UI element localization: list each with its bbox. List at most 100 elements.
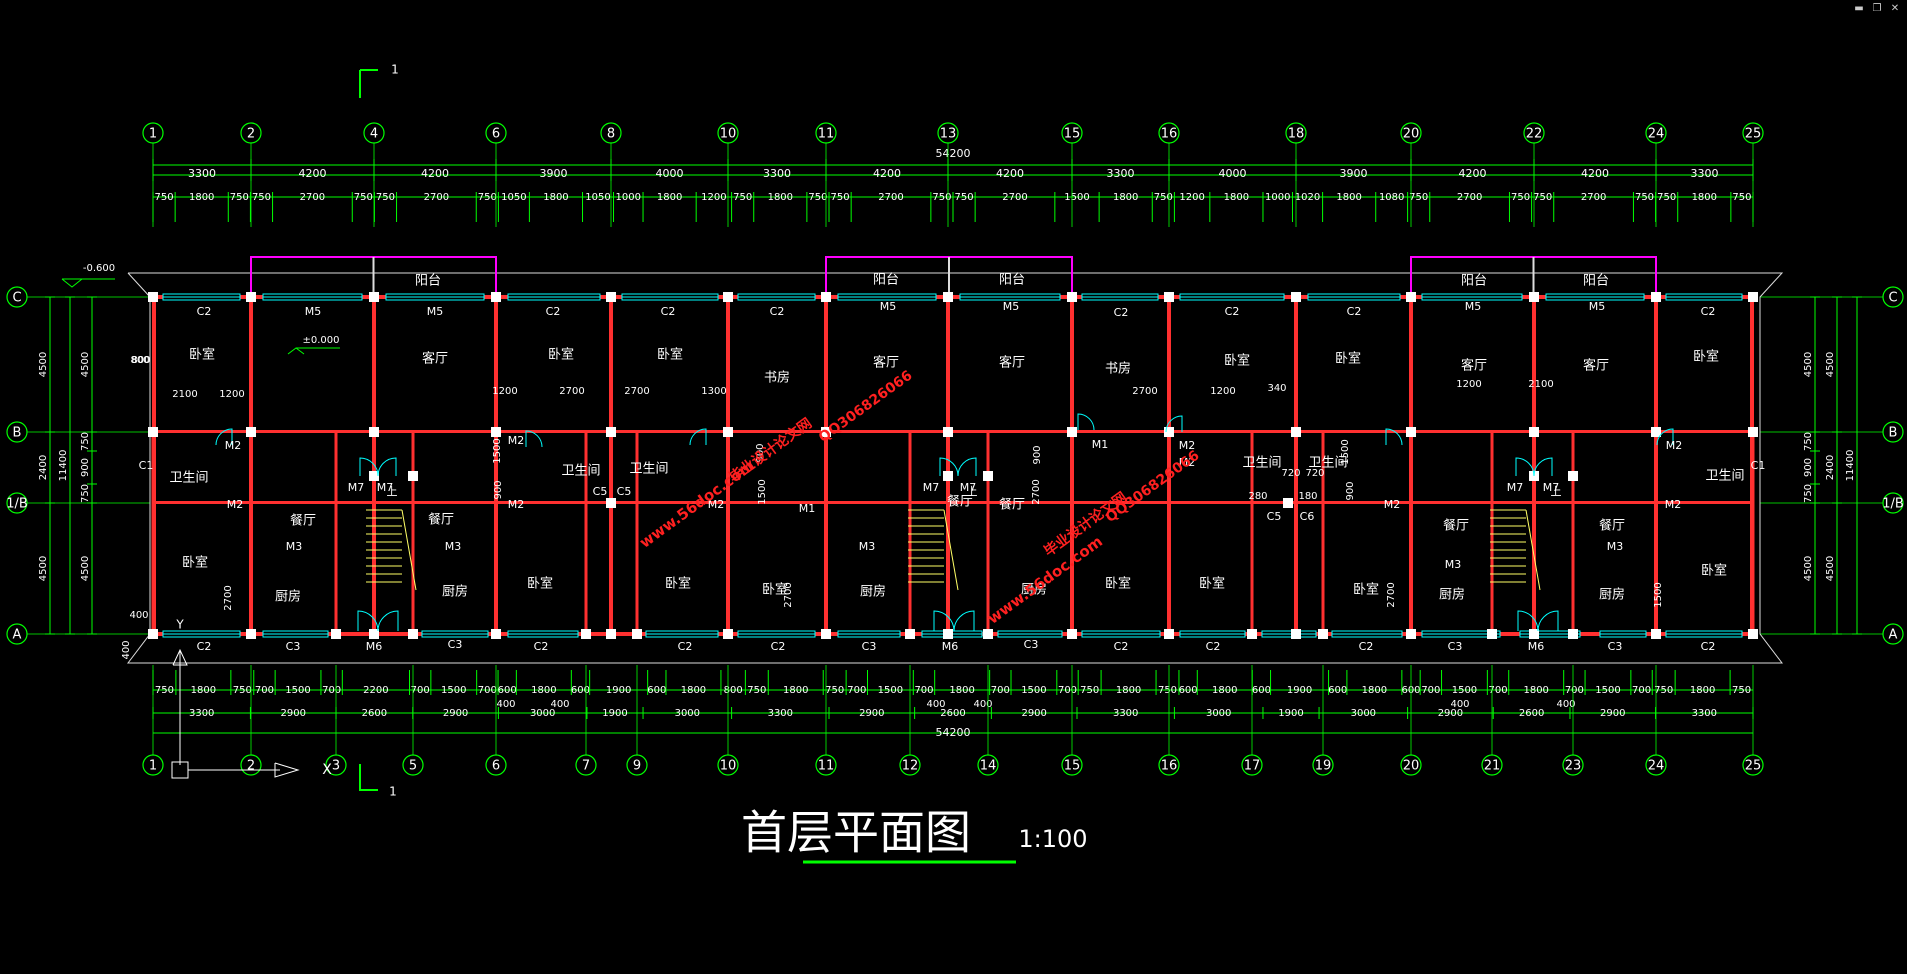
dim-text-detail: 2700 bbox=[300, 192, 325, 203]
room-label: 阳台 bbox=[873, 273, 899, 288]
dim-text-detail: 750 bbox=[376, 192, 395, 203]
dim-text-detail: 1050 bbox=[501, 192, 526, 203]
axis-bottom-1-label: 1 bbox=[149, 759, 157, 774]
dim-text-bay: 3300 bbox=[1113, 708, 1138, 719]
dim-text-inner: 2700 bbox=[223, 585, 234, 610]
opening-tag-C2: C2 bbox=[197, 640, 212, 653]
dim-text-detail: 750 bbox=[1158, 685, 1177, 696]
door-main-0 bbox=[357, 610, 379, 632]
room-label: 餐厅 bbox=[428, 512, 454, 528]
dim-text-detail: 2700 bbox=[878, 192, 903, 203]
room-label: 阳台 bbox=[1461, 274, 1487, 289]
dim-text-detail: 1800 bbox=[783, 685, 808, 696]
dim-text-bay: 3300 bbox=[189, 708, 214, 719]
axis-bottom-7-label: 7 bbox=[582, 759, 590, 774]
axis-top-10-label: 10 bbox=[720, 127, 737, 142]
dim-text-detail: 1800 bbox=[1116, 685, 1141, 696]
wall-partition-south bbox=[1250, 432, 1254, 634]
column bbox=[1247, 629, 1257, 639]
column bbox=[606, 427, 616, 437]
dim-text-detail: 750 bbox=[831, 192, 850, 203]
dim-text-inner: 2700 bbox=[1132, 386, 1157, 397]
opening-tag-M5: M5 bbox=[305, 305, 322, 318]
minimize-icon[interactable]: ▬ bbox=[1854, 3, 1864, 14]
room-label: 卧室 bbox=[1693, 349, 1719, 365]
dim-text-detail: 700 bbox=[1421, 685, 1440, 696]
opening-tag-M6: M6 bbox=[366, 640, 383, 653]
close-icon[interactable]: ✕ bbox=[1890, 3, 1900, 14]
room-label: 客厅 bbox=[999, 355, 1025, 371]
dim-text-inner: 2700 bbox=[1386, 582, 1397, 607]
dim-text-inner: 2100 bbox=[1528, 379, 1553, 390]
dim-text-detail: 750 bbox=[808, 192, 827, 203]
opening-tag-M7: M7 bbox=[377, 481, 394, 494]
door-room-0 bbox=[215, 428, 233, 446]
stair-stringer bbox=[1525, 509, 1541, 591]
dim-text-small: 400 bbox=[926, 699, 945, 710]
dim-text-detail: 750 bbox=[1635, 192, 1654, 203]
axis-right-A-label: A bbox=[1889, 628, 1898, 643]
axis-bottom-21-label: 21 bbox=[1484, 759, 1501, 774]
dim-text-bay: 2900 bbox=[443, 708, 468, 719]
dim-text-bay: 1900 bbox=[602, 708, 627, 719]
opening-tag-C1: C1 bbox=[139, 459, 154, 472]
dim-text-bay: 2900 bbox=[1438, 708, 1463, 719]
axis-bottom-6-label: 6 bbox=[492, 759, 500, 774]
axis-bottom-16-label: 16 bbox=[1161, 759, 1178, 774]
dim-text-vertical: 2400 bbox=[38, 455, 49, 480]
column bbox=[1568, 471, 1578, 481]
wall-partition-south bbox=[1571, 432, 1575, 634]
column bbox=[369, 292, 379, 302]
opening-tag-M7: M7 bbox=[1543, 481, 1560, 494]
dim-text-detail: 750 bbox=[252, 192, 271, 203]
dim-text-detail: 750 bbox=[747, 685, 766, 696]
dim-text-bay: 2600 bbox=[1519, 708, 1544, 719]
axis-right-C-label: C bbox=[1888, 291, 1897, 306]
opening-tag-M2: M2 bbox=[1179, 456, 1196, 469]
dim-text-inner: 900 bbox=[493, 480, 504, 499]
room-label: 卫生间 bbox=[1308, 456, 1347, 471]
opening-tag-M7: M7 bbox=[348, 481, 365, 494]
opening-tag-C2: C2 bbox=[546, 305, 561, 318]
room-label: 阳台 bbox=[999, 273, 1025, 288]
dim-text-detail: 1800 bbox=[191, 685, 216, 696]
watermark-text: QQ306826066 bbox=[1103, 448, 1203, 526]
wall-partition-south bbox=[494, 432, 498, 634]
column bbox=[369, 471, 379, 481]
door-room-1 bbox=[525, 430, 543, 448]
room-label: 客厅 bbox=[873, 355, 899, 371]
dim-text-vertical: 750 bbox=[1803, 432, 1814, 451]
restore-icon[interactable]: ❐ bbox=[1872, 3, 1882, 14]
door-main-b-1 bbox=[953, 610, 975, 632]
wall-partition bbox=[609, 297, 613, 634]
dim-text-inner: 2700 bbox=[624, 386, 649, 397]
wall-partition-south bbox=[1409, 432, 1413, 634]
opening-tag-上: 上 bbox=[1551, 485, 1562, 498]
column bbox=[491, 427, 501, 437]
dim-text-vertical: 750 bbox=[1803, 484, 1814, 503]
dim-text-detail: 600 bbox=[647, 685, 666, 696]
column bbox=[1283, 498, 1293, 508]
dim-text-detail: 1900 bbox=[1287, 685, 1312, 696]
dim-text-detail: 2700 bbox=[1002, 192, 1027, 203]
axis-bottom-9-label: 9 bbox=[633, 759, 641, 774]
drawing-scale: 1:100 bbox=[1018, 825, 1087, 853]
dim-text-vertical: 2400 bbox=[1825, 455, 1836, 480]
wall-partition-south bbox=[411, 432, 415, 634]
dim-text-top-total: 54200 bbox=[936, 147, 971, 160]
wall-partition bbox=[946, 297, 950, 634]
room-label: 卧室 bbox=[1224, 353, 1250, 369]
dim-text-small: 400 bbox=[973, 699, 992, 710]
column bbox=[369, 629, 379, 639]
axis-right-1/B-label: 1/B bbox=[1882, 497, 1904, 512]
opening-tag-C5: C5 bbox=[593, 485, 608, 498]
dim-text-vertical: 750 bbox=[80, 432, 91, 451]
dim-text-detail: 1200 bbox=[701, 192, 726, 203]
opening-tag-C2: C2 bbox=[534, 640, 549, 653]
dim-text-detail: 700 bbox=[1058, 685, 1077, 696]
dim-text-bay: 3900 bbox=[540, 167, 568, 180]
dim-text-inner: 2700 bbox=[1031, 479, 1042, 504]
dim-text-inner: 900 bbox=[755, 443, 766, 462]
dim-text-detail: 750 bbox=[1732, 192, 1751, 203]
